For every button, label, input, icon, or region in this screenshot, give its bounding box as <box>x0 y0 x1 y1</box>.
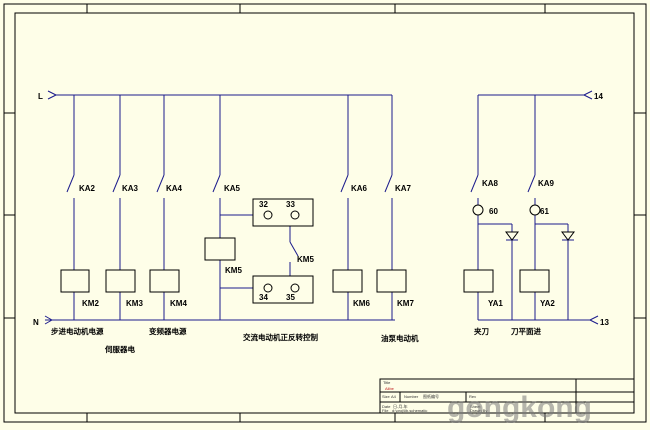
diode-ya2 <box>561 231 575 241</box>
coil-label-km5: KM5 <box>225 266 242 275</box>
indicator-lamp-60 <box>472 204 484 216</box>
title-block-number-label: Number <box>404 394 419 399</box>
branch-6-wiring <box>348 94 393 320</box>
desc-tool-feed: 刀平面进 <box>511 326 541 336</box>
watermark-gongkong: gongkong <box>447 391 592 424</box>
coil-km5 <box>204 237 236 261</box>
outer-border <box>3 3 647 423</box>
supply-label-n: N <box>33 318 39 327</box>
right-bus <box>478 90 599 325</box>
coil-label-ya1: YA1 <box>488 299 503 308</box>
coil-ya1 <box>463 269 494 293</box>
desc-pump-motor: 油泵电动机 <box>381 333 419 343</box>
coil-label-km4: KM4 <box>170 299 187 308</box>
title-block-sheet-label: Sheet <box>470 404 481 409</box>
terminal-block-top <box>252 198 314 227</box>
coil-km7 <box>376 269 407 293</box>
coil-km6 <box>332 269 363 293</box>
terminal-32 <box>263 210 273 220</box>
terminal-block-bottom <box>252 275 314 304</box>
branch-4-wiring <box>212 95 299 320</box>
desc-tool-clamp: 夹刀 <box>474 326 489 336</box>
title-block-drawn-label: Drawn By <box>470 408 487 413</box>
title-block-size-value: A4 <box>391 394 397 399</box>
coil-ya2 <box>519 269 550 293</box>
terminal-34 <box>263 283 273 293</box>
supply-label-13: 13 <box>600 318 609 327</box>
coil-km3 <box>105 269 136 293</box>
contact-label-ka7: KA7 <box>395 184 412 193</box>
diode-ya1 <box>505 231 519 241</box>
terminal-label-35: 35 <box>286 293 295 302</box>
desc-ac-motor-control: 交流电动机正反转控制 <box>243 332 318 342</box>
contact-label-ka2: KA2 <box>79 184 96 193</box>
branch-5-wiring <box>340 95 349 320</box>
terminal-label-34: 34 <box>259 293 268 302</box>
title-block-file-value: d:\proj\lib.schematic <box>392 408 427 413</box>
coil-label-km6: KM6 <box>353 299 370 308</box>
title-block-file-label: File <box>382 408 389 413</box>
title-block-title-label: Title <box>383 380 391 385</box>
title-block-date-value: 日-月-年 <box>393 403 408 409</box>
lamp-label-60: 60 <box>489 207 498 216</box>
coil-label-km2: KM2 <box>82 299 99 308</box>
desc-inverter-power: 变频器电源 <box>149 326 187 336</box>
supply-label-l: L <box>38 92 43 101</box>
coil-km2 <box>60 269 90 293</box>
coil-label-km7: KM7 <box>397 299 414 308</box>
supply-label-14: 14 <box>594 92 603 101</box>
title-block-logo: Alibe <box>385 386 395 391</box>
branch-7-wiring <box>470 95 518 320</box>
contact-label-ka5: KA5 <box>224 184 241 193</box>
coil-label-km3: KM3 <box>126 299 143 308</box>
title-block-date-label: Date <box>382 404 391 409</box>
contact-label-ka4: KA4 <box>166 184 183 193</box>
branch-3-wiring <box>156 95 165 320</box>
desc-stepper-power: 步进电动机电源 <box>51 326 104 336</box>
terminal-33 <box>290 210 300 220</box>
branch-1-wiring <box>66 95 75 320</box>
title-block-size-label: Size <box>382 394 391 399</box>
contact-label-ka3: KA3 <box>122 184 139 193</box>
desc-servo-power: 伺服器电 <box>104 344 135 354</box>
inner-border <box>14 12 635 414</box>
contact-label-ka8: KA8 <box>482 179 499 188</box>
interlock-contact-label: KM5 <box>297 255 314 264</box>
indicator-lamp-61 <box>529 204 541 216</box>
contact-label-ka9: KA9 <box>538 179 555 188</box>
branch-2-wiring <box>112 95 121 320</box>
title-block-number-value: 图纸编号 <box>423 393 439 399</box>
coil-label-ya2: YA2 <box>540 299 555 308</box>
terminal-35 <box>290 283 300 293</box>
coil-km4 <box>149 269 180 293</box>
terminal-label-32: 32 <box>259 200 268 209</box>
title-block-rev-label: Rev <box>469 394 476 399</box>
contact-label-ka6: KA6 <box>351 184 368 193</box>
title-block <box>379 378 635 414</box>
zone-ticks <box>4 4 646 422</box>
terminal-label-33: 33 <box>286 200 295 209</box>
lamp-label-61: 61 <box>540 207 549 216</box>
